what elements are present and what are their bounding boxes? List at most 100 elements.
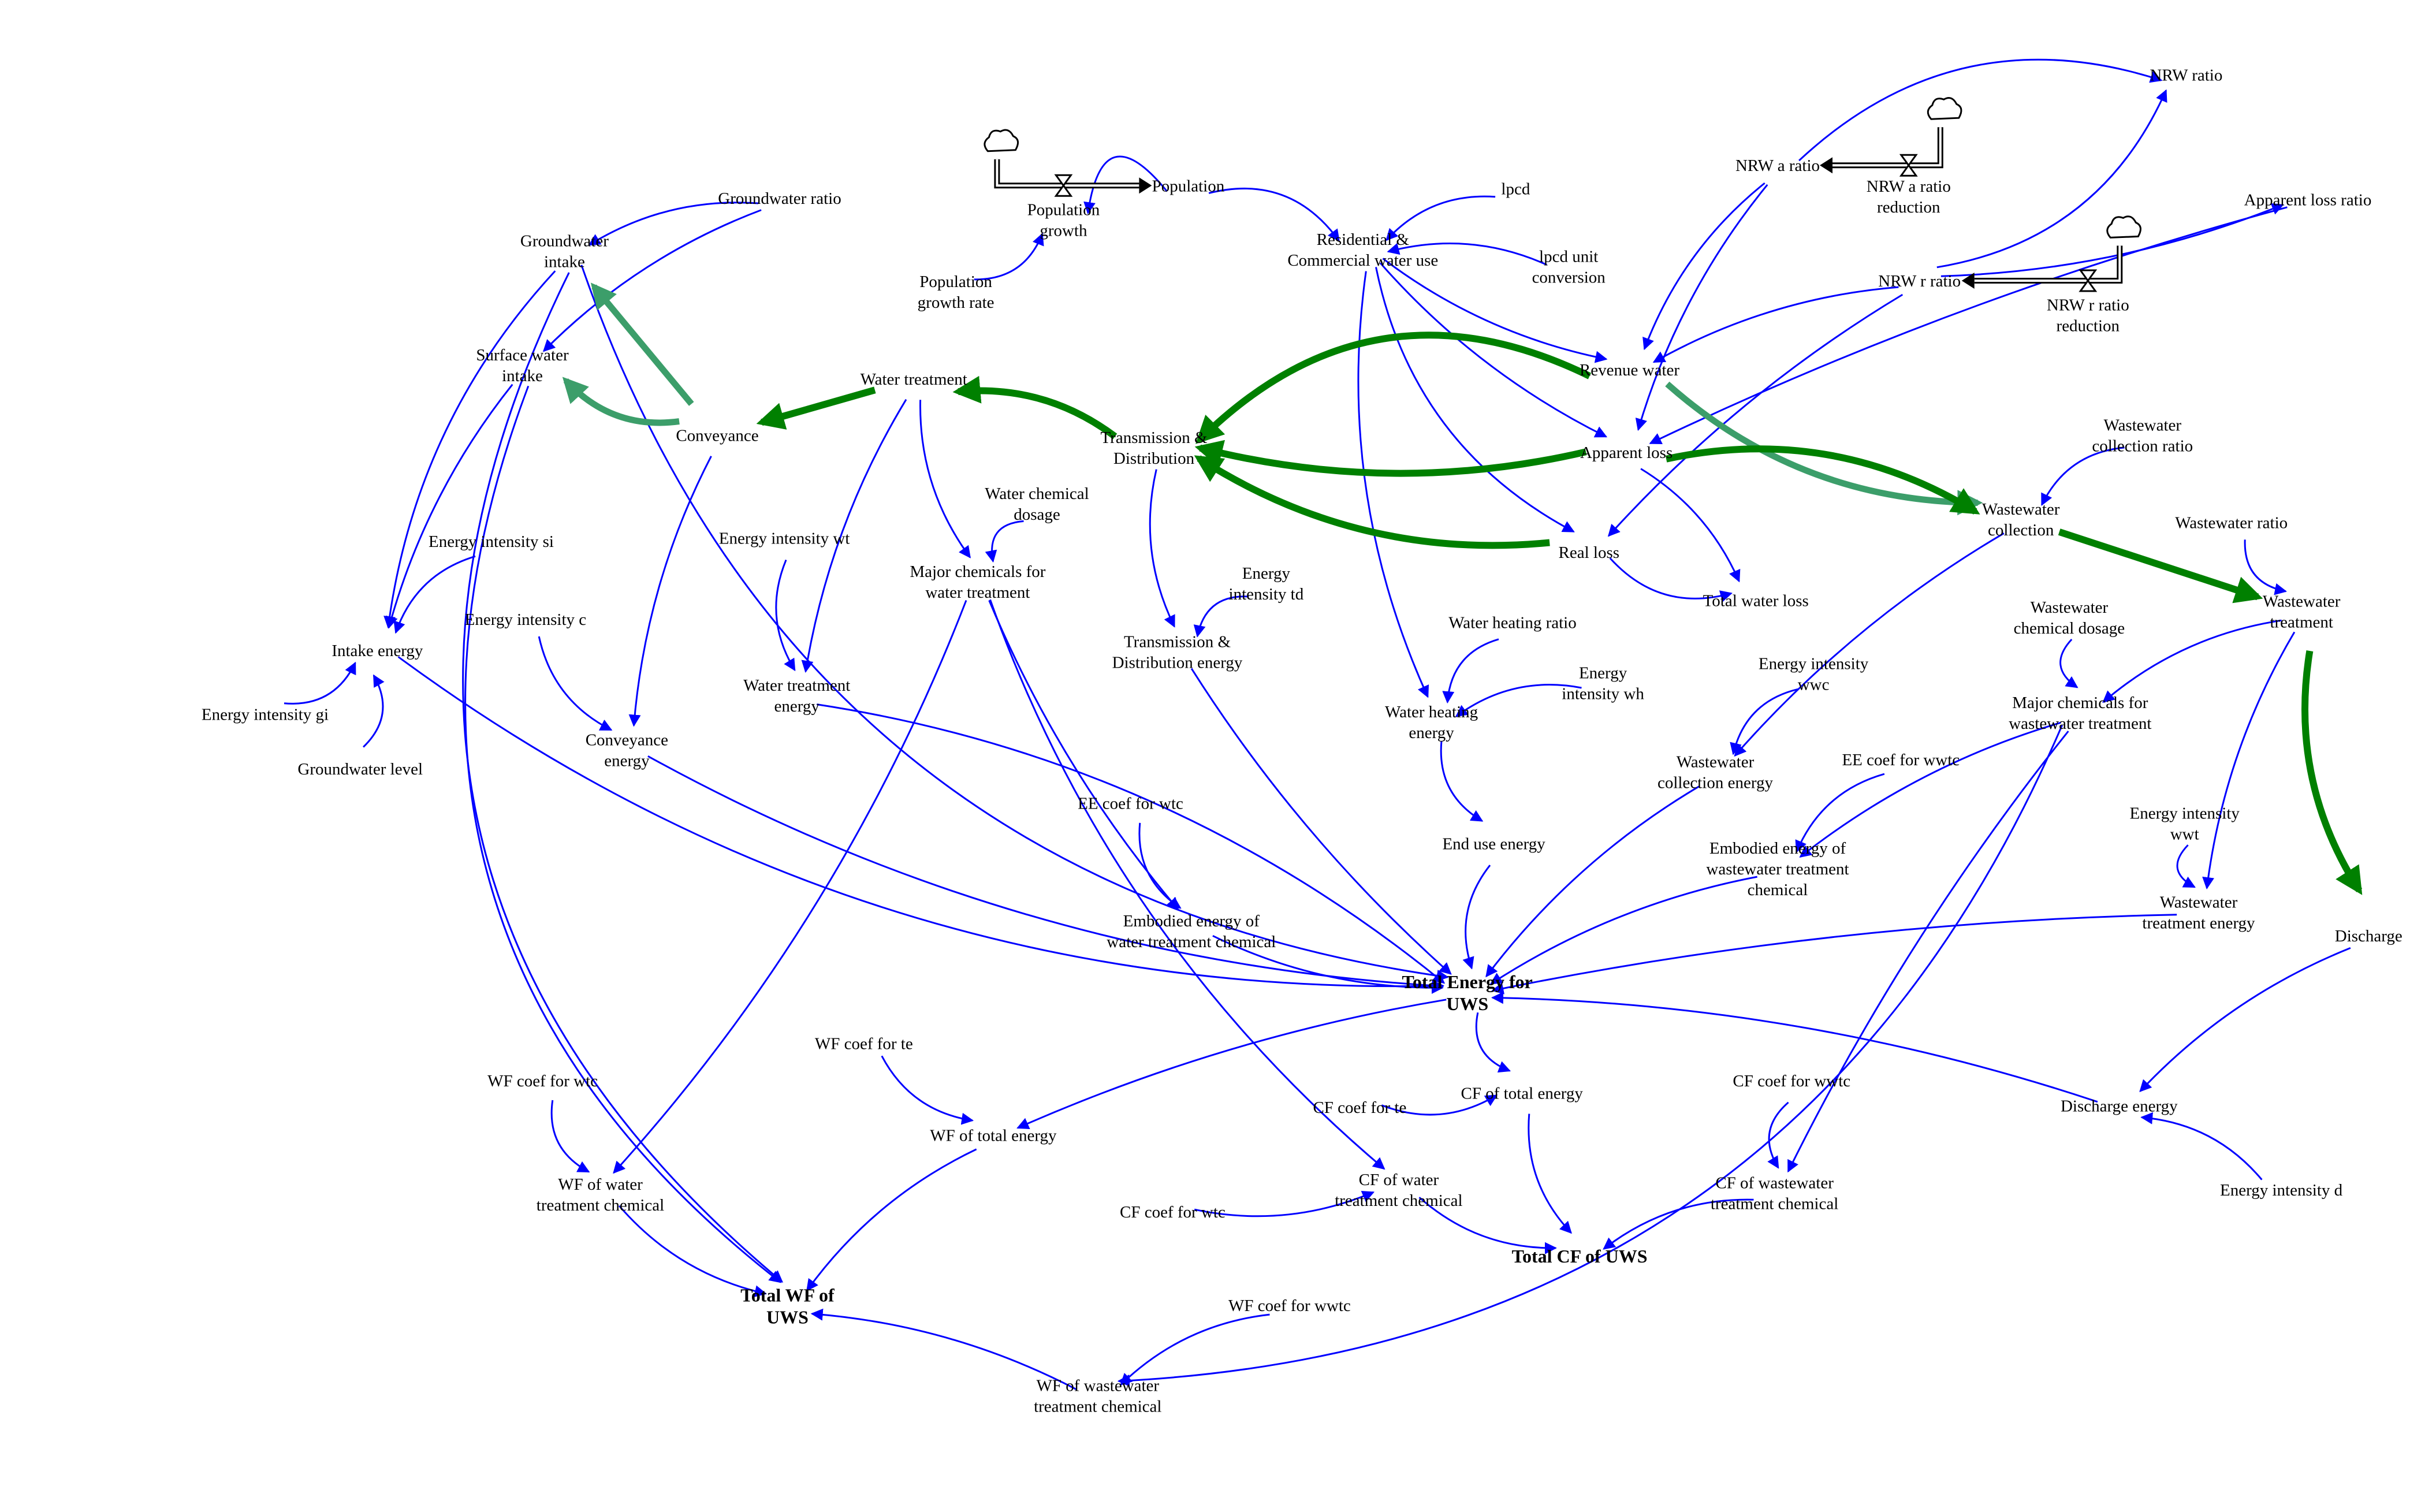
node-ee-coef-wwtc[interactable]: EE coef for wwtc	[1842, 751, 1960, 769]
node-ee-coef-wtc[interactable]: EE coef for wtc	[1078, 795, 1183, 813]
node-real-loss[interactable]: Real loss	[1559, 543, 1620, 562]
info-link	[1734, 532, 2005, 757]
valve-icon	[2079, 269, 2098, 292]
node-label: Population	[1152, 177, 1225, 195]
node-water-treatment[interactable]: Water treatment	[861, 370, 967, 389]
node-residential-use[interactable]: Residential &Commercial water use	[1287, 230, 1438, 270]
info-link	[1379, 262, 1608, 438]
node-discharge[interactable]: Discharge	[2335, 927, 2403, 945]
node-label: Population	[1027, 201, 1100, 219]
node-ww-treatment-energy[interactable]: Wastewater treatment energy	[2142, 893, 2255, 933]
node-transmission-distribution[interactable]: Transmission & Distribution	[1100, 429, 1208, 468]
node-wastewater-ratio[interactable]: Wastewater ratio	[2175, 514, 2288, 532]
node-lpcd[interactable]: lpcd	[1501, 180, 1530, 199]
node-end-use-energy[interactable]: End use energy	[1442, 835, 1545, 854]
node-nrw-r-ratio[interactable]: NRW r ratio	[1878, 272, 1961, 291]
node-total-water-loss[interactable]: Total water loss	[1703, 592, 1809, 610]
info-link	[2244, 539, 2287, 595]
node-label: Wastewater	[2160, 893, 2238, 912]
node-energy-intensity-si[interactable]: Energy intensity si	[429, 532, 554, 551]
flow-link	[2301, 650, 2363, 895]
info-link	[985, 520, 1024, 563]
node-apparent-loss-ratio[interactable]: Apparent loss ratio	[2244, 191, 2372, 210]
node-intake-energy[interactable]: Intake energy	[331, 642, 423, 660]
flow-link	[1194, 440, 1587, 477]
node-discharge-energy[interactable]: Discharge energy	[2061, 1097, 2178, 1115]
info-link	[1491, 914, 2177, 995]
node-label: UWS	[1446, 993, 1488, 1014]
node-label: EE coef for wwtc	[1842, 751, 1960, 769]
node-label: Transmission &	[1100, 429, 1208, 447]
node-label: Discharge	[2335, 927, 2403, 945]
node-label: treatment energy	[2142, 914, 2255, 933]
node-td-energy[interactable]: Transmission &Distribution energy	[1112, 633, 1243, 672]
node-label: CF coef for wwtc	[1733, 1072, 1850, 1090]
node-wf-coef-wtc[interactable]: WF coef for wtc	[487, 1072, 598, 1090]
node-cf-coef-wtc[interactable]: CF coef for wtc	[1120, 1203, 1226, 1221]
info-link	[1149, 469, 1175, 628]
node-energy-intensity-gi[interactable]: Energy intensity gi	[202, 706, 329, 724]
info-link	[1609, 557, 1733, 602]
node-wf-coef-wwtc[interactable]: WF coef for wwtc	[1228, 1297, 1351, 1315]
flow-link	[1665, 445, 1980, 515]
flow-link	[2058, 528, 2263, 604]
node-label: intensity td	[1229, 585, 1304, 604]
node-wf-total-energy[interactable]: WF of total energy	[930, 1127, 1057, 1145]
node-energy-intensity-c[interactable]: Energy intensity c	[465, 610, 586, 629]
flow-link	[562, 377, 680, 426]
node-nrw-ratio[interactable]: NRW ratio	[2150, 66, 2222, 85]
info-link	[1489, 876, 1757, 985]
node-nrw-a-ratio[interactable]: NRW a ratio	[1735, 157, 1820, 175]
info-link	[2139, 947, 2351, 1093]
rate-pipe-inner	[1832, 127, 1942, 167]
node-water-heating-ratio[interactable]: Water heating ratio	[1448, 613, 1577, 632]
node-groundwater-level[interactable]: Groundwater level	[297, 760, 423, 779]
node-conveyance[interactable]: Conveyance	[676, 426, 758, 445]
node-label: Distribution	[1113, 449, 1195, 468]
node-wf-coef-te[interactable]: WF coef for te	[815, 1034, 913, 1053]
node-cf-total-energy[interactable]: CF of total energy	[1461, 1085, 1584, 1103]
info-link	[284, 661, 356, 705]
node-cf-coef-te[interactable]: CF coef for te	[1313, 1098, 1406, 1117]
info-link	[1357, 271, 1429, 698]
info-link	[1767, 1101, 1789, 1169]
node-revenue-water[interactable]: Revenue water	[1580, 361, 1679, 379]
node-cf-coef-wwtc[interactable]: CF coef for wwtc	[1733, 1072, 1850, 1090]
node-population[interactable]: Population	[1152, 177, 1225, 195]
node-energy-intensity-d[interactable]: Energy intensity d	[2220, 1181, 2343, 1200]
node-energy-intensity-wt[interactable]: Energy intensity wt	[719, 530, 850, 548]
node-groundwater-ratio[interactable]: Groundwater ratio	[718, 189, 841, 208]
node-total-cf[interactable]: Total CF of UWS	[1512, 1246, 1648, 1267]
node-apparent-loss[interactable]: Apparent loss	[1580, 444, 1673, 462]
